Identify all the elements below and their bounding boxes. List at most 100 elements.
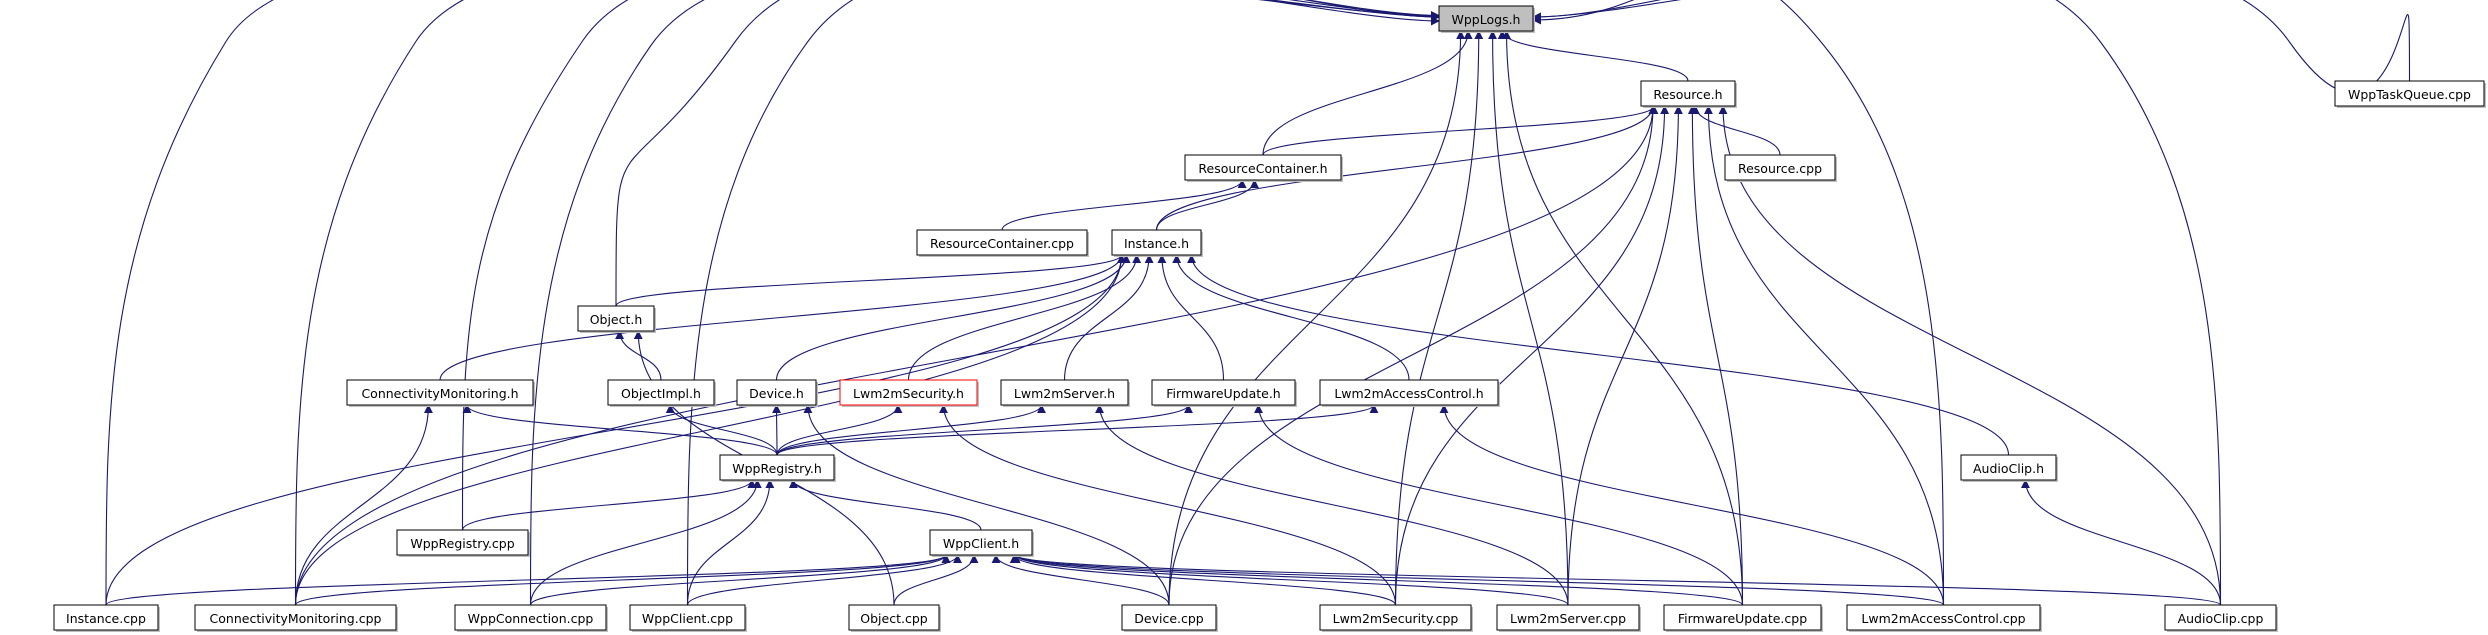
- node-label: ResourceContainer.h: [1198, 161, 1327, 176]
- node-label: ConnectivityMonitoring.cpp: [210, 611, 382, 626]
- edge-lwm2mserver_cpp-to-resource_h: [1567, 105, 1683, 606]
- node-box[interactable]: [929, 529, 1033, 556]
- node-lwm2msecurity-h[interactable]: Lwm2mSecurity.h: [839, 379, 979, 407]
- node-label: WppClient.cpp: [642, 611, 733, 626]
- node-box[interactable]: [194, 604, 397, 631]
- edge-audioclip_cpp-to-wppclient_h: [1011, 554, 2222, 606]
- node-box[interactable]: [454, 604, 607, 631]
- node-instance-cpp[interactable]: Instance.cpp: [53, 604, 160, 632]
- node-label: Lwm2mServer.h: [1014, 386, 1115, 401]
- node-label: WppTaskQueue.cpp: [2348, 87, 2471, 102]
- node-lwm2msecurity-cpp[interactable]: Lwm2mSecurity.cpp: [1319, 604, 1473, 632]
- node-resourcecontainer-h[interactable]: ResourceContainer.h: [1184, 154, 1343, 182]
- node-box[interactable]: [1846, 604, 2041, 631]
- node-box[interactable]: [719, 454, 835, 481]
- node-box[interactable]: [916, 229, 1088, 256]
- node-box[interactable]: [1496, 604, 1640, 631]
- node-instance-h[interactable]: Instance.h: [1111, 229, 1203, 257]
- node-label: WppClient.h: [943, 536, 1019, 551]
- node-box[interactable]: [1151, 379, 1296, 406]
- node-label: ResourceContainer.cpp: [930, 236, 1074, 251]
- node-box[interactable]: [577, 305, 655, 332]
- node-device-cpp[interactable]: Device.cpp: [1121, 604, 1218, 632]
- node-box[interactable]: [2164, 604, 2277, 631]
- node-box[interactable]: [53, 604, 159, 631]
- node-lwm2mserver-cpp[interactable]: Lwm2mServer.cpp: [1496, 604, 1641, 632]
- node-wpptaskqueue-cpp[interactable]: WppTaskQueue.cpp: [2334, 80, 2486, 108]
- node-box[interactable]: [607, 379, 715, 406]
- edge-lwm2msecurity_cpp-to-wpplogs_h: [1394, 30, 1484, 606]
- node-device-h[interactable]: Device.h: [736, 379, 818, 407]
- node-box[interactable]: [848, 604, 940, 631]
- node-box[interactable]: [629, 604, 746, 631]
- node-lwm2mserver-h[interactable]: Lwm2mServer.h: [1000, 379, 1130, 407]
- node-label: Lwm2mAccessControl.cpp: [1861, 611, 2025, 626]
- node-box[interactable]: [1184, 154, 1342, 181]
- node-resourcecontainer-cpp[interactable]: ResourceContainer.cpp: [916, 229, 1089, 257]
- edge-instance_cpp-to-wpplogs_h: [105, 0, 1440, 606]
- edge-wppclient_cpp-to-wppregistry_h: [686, 479, 775, 606]
- node-label: AudioClip.h: [1973, 461, 2044, 476]
- node-firmwareupdate-h[interactable]: FirmwareUpdate.h: [1151, 379, 1297, 407]
- node-wppregistry-h[interactable]: WppRegistry.h: [719, 454, 836, 482]
- node-object-cpp[interactable]: Object.cpp: [848, 604, 941, 632]
- node-label: Lwm2mAccessControl.h: [1334, 386, 1483, 401]
- node-objectimpl-h[interactable]: ObjectImpl.h: [607, 379, 716, 407]
- node-box[interactable]: [1640, 80, 1736, 107]
- node-audioclip-cpp[interactable]: AudioClip.cpp: [2164, 604, 2278, 632]
- node-wppclient-h[interactable]: WppClient.h: [929, 529, 1034, 557]
- edge-wppregistry_cpp-to-wppregistry_h: [461, 479, 757, 531]
- node-box[interactable]: [736, 379, 817, 406]
- node-box[interactable]: [1319, 379, 1499, 406]
- node-audioclip-h[interactable]: AudioClip.h: [1960, 454, 2058, 482]
- edge-audioclip_cpp-to-resource_h: [1718, 105, 2222, 606]
- node-label: Device.h: [749, 386, 804, 401]
- edge-device_h-to-instance_h: [775, 254, 1131, 381]
- node-wppregistry-cpp[interactable]: WppRegistry.cpp: [396, 529, 530, 557]
- node-connectivitymonitoring-h[interactable]: ConnectivityMonitoring.h: [346, 379, 535, 407]
- edge-wppregistry_h-to-objectimpl_h: [665, 404, 778, 456]
- node-label: WppLogs.h: [1452, 12, 1521, 27]
- edge-instance_cpp-to-instance_h: [105, 254, 1126, 606]
- node-box[interactable]: [1111, 229, 1202, 256]
- node-label: Instance.h: [1124, 236, 1189, 251]
- node-label: ConnectivityMonitoring.h: [361, 386, 518, 401]
- edge-object_h-to-wpplogs_h: [615, 0, 1440, 307]
- edge-connectivitymonitoring_h-to-instance_h: [439, 254, 1126, 381]
- node-box[interactable]: [1663, 604, 1822, 631]
- node-label: Device.cpp: [1134, 611, 1204, 626]
- edge-lwm2mserver_cpp-to-wppclient_h: [1011, 554, 1569, 606]
- node-box[interactable]: [2334, 80, 2485, 107]
- node-firmwareupdate-cpp[interactable]: FirmwareUpdate.cpp: [1663, 604, 1823, 632]
- node-resource-cpp[interactable]: Resource.cpp: [1724, 154, 1837, 182]
- edge-lwm2maccesscontrol_cpp-to-resource_h: [1703, 105, 1945, 606]
- node-box[interactable]: [1121, 604, 1217, 631]
- node-object-h[interactable]: Object.h: [577, 305, 656, 333]
- edge-resourcecontainer_h-to-wpplogs_h: [1262, 30, 1473, 156]
- edge-device_cpp-to-wpplogs_h: [1168, 30, 1466, 606]
- node-lwm2maccesscontrol-h[interactable]: Lwm2mAccessControl.h: [1319, 379, 1500, 407]
- node-wppclient-cpp[interactable]: WppClient.cpp: [629, 604, 747, 632]
- node-label: ObjectImpl.h: [621, 386, 701, 401]
- node-box[interactable]: [839, 379, 978, 406]
- node-wpplogs-h[interactable]: WppLogs.h: [1438, 5, 1535, 33]
- node-box[interactable]: [1960, 454, 2057, 481]
- node-resource-h[interactable]: Resource.h: [1640, 80, 1737, 108]
- node-box[interactable]: [1319, 604, 1472, 631]
- node-box[interactable]: [1000, 379, 1129, 406]
- node-box[interactable]: [1438, 5, 1534, 32]
- edge-wppconnection_cpp-to-wppclient_h: [529, 554, 951, 606]
- node-connectivitymonitoring-cpp[interactable]: ConnectivityMonitoring.cpp: [194, 604, 398, 632]
- edge-audioclip_cpp-to-audioclip_h: [2020, 479, 2222, 606]
- node-label: WppRegistry.h: [732, 461, 822, 476]
- node-box[interactable]: [346, 379, 534, 406]
- edge-connectivitymonitoring_cpp-to-wppclient_h: [294, 554, 951, 606]
- node-lwm2maccesscontrol-cpp[interactable]: Lwm2mAccessControl.cpp: [1846, 604, 2042, 632]
- edge-device_cpp-to-wppclient_h: [991, 554, 1170, 606]
- node-box[interactable]: [396, 529, 529, 556]
- edge-resourcecontainer_h-to-resource_h: [1262, 105, 1659, 156]
- node-box[interactable]: [1724, 154, 1836, 181]
- node-wppconnection-cpp[interactable]: WppConnection.cpp: [454, 604, 608, 632]
- edge-lwm2msecurity_cpp-to-wppclient_h: [1009, 554, 1397, 606]
